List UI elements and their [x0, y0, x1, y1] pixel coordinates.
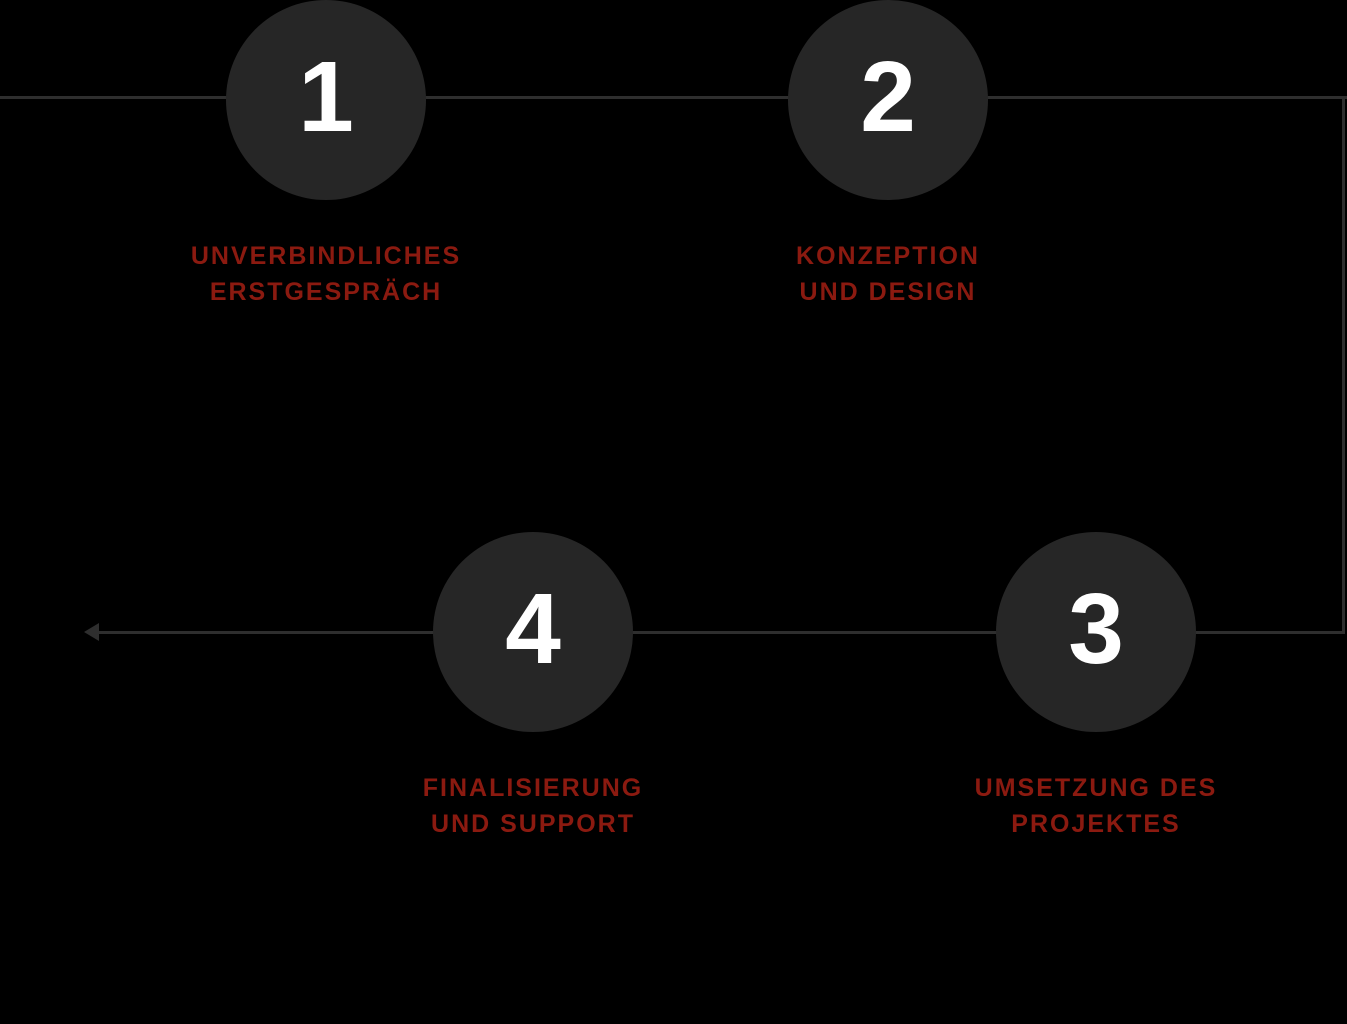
step-4-circle: 4 — [433, 532, 633, 732]
step-label-line: UNVERBINDLICHES — [190, 242, 462, 270]
step-number: 1 — [298, 41, 354, 153]
step-2-circle: 2 — [788, 0, 988, 200]
step-1-circle: 1 — [226, 0, 426, 200]
step-number: 3 — [1068, 573, 1124, 685]
step-3-circle: 3 — [996, 532, 1196, 732]
step-3-label: UMSETZUNG DES PROJEKTES — [866, 770, 1326, 842]
step-label-line: ERSTGESPRÄCH — [209, 278, 443, 306]
step-number: 4 — [505, 573, 561, 685]
step-4-label: FINALISIERUNG UND SUPPORT — [303, 770, 763, 842]
step-2: 2 KONZEPTION UND DESIGN — [788, 0, 988, 306]
connector-line-right — [1342, 96, 1345, 633]
step-label-line: PROJEKTES — [1011, 810, 1181, 838]
step-4: 4 FINALISIERUNG UND SUPPORT — [423, 532, 641, 838]
step-1: 1 UNVERBINDLICHES ERSTGESPRÄCH — [191, 0, 459, 306]
step-3: 3 UMSETZUNG DES PROJEKTES — [975, 532, 1215, 838]
step-label-line: UND DESIGN — [799, 278, 977, 306]
step-1-label: UNVERBINDLICHES ERSTGESPRÄCH — [96, 238, 556, 310]
step-label-line: FINALISIERUNG — [422, 774, 644, 802]
step-label-line: UND SUPPORT — [431, 810, 635, 838]
connector-line-top — [0, 96, 1347, 99]
arrow-left-icon — [84, 623, 99, 641]
connector-line-bottom — [88, 631, 1345, 634]
step-number: 2 — [860, 41, 916, 153]
step-label-line: UMSETZUNG DES — [974, 774, 1218, 802]
step-2-label: KONZEPTION UND DESIGN — [658, 238, 1118, 310]
step-label-line: KONZEPTION — [796, 242, 980, 270]
